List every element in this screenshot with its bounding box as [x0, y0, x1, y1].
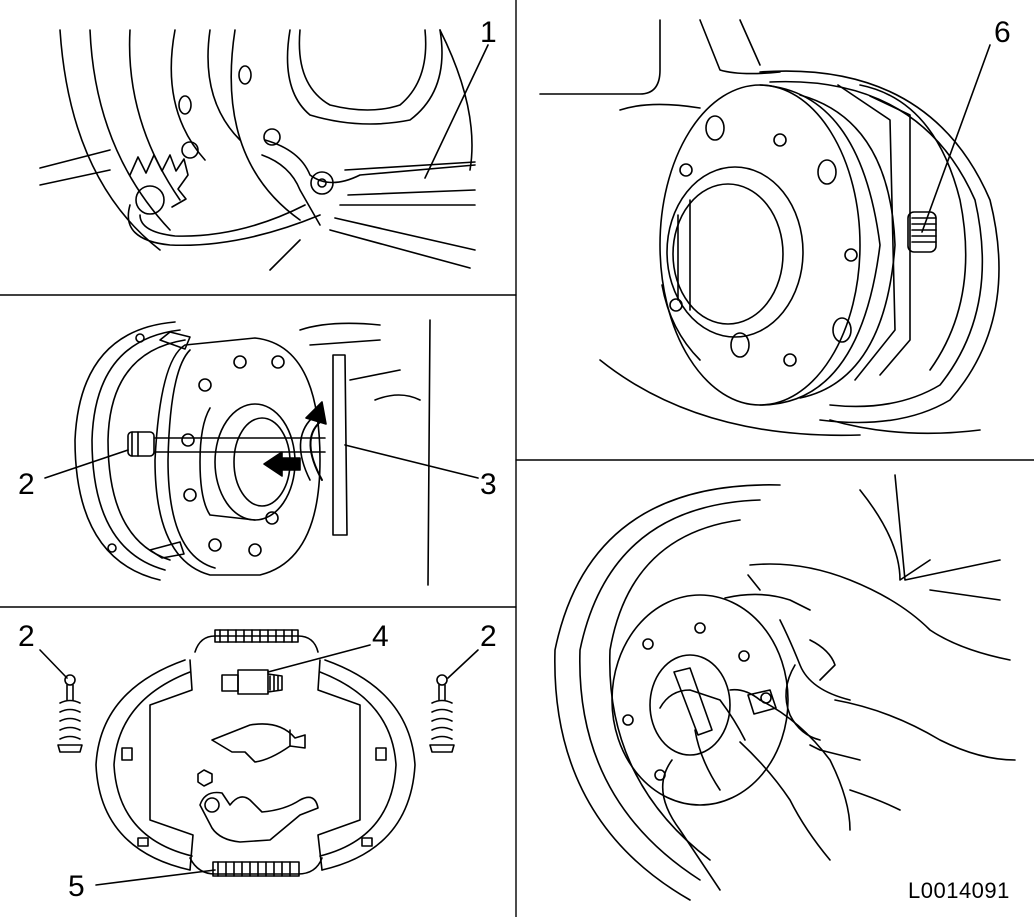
callout-3: 3 — [480, 468, 497, 501]
panel-hub-adjuster — [540, 20, 999, 435]
callout-2-panel-b: 2 — [18, 468, 35, 501]
panel-exploded-shoes — [40, 630, 478, 885]
callout-1: 1 — [480, 16, 497, 49]
leader-1 — [425, 45, 488, 178]
leader-5 — [96, 870, 215, 885]
leader-3 — [345, 445, 478, 478]
leader-2-right — [448, 650, 478, 678]
callout-6: 6 — [994, 16, 1011, 49]
leader-4 — [268, 645, 370, 672]
callout-2-left: 2 — [18, 620, 35, 653]
panel-circlip-pliers — [40, 30, 488, 270]
adjuster-screw — [222, 670, 282, 694]
figure-code: L0014091 — [908, 878, 1010, 903]
leader-6 — [922, 45, 990, 232]
callout-2-right: 2 — [480, 620, 497, 653]
callout-5: 5 — [68, 870, 85, 903]
panel-drum-t-key — [45, 320, 478, 585]
callout-4: 4 — [372, 620, 389, 653]
hold-down-pin-left — [58, 675, 82, 752]
hold-down-pin-right — [430, 675, 454, 752]
leader-2-panel-b — [45, 450, 128, 478]
leader-2-left — [40, 650, 67, 678]
panel-hands-install — [555, 475, 1015, 900]
